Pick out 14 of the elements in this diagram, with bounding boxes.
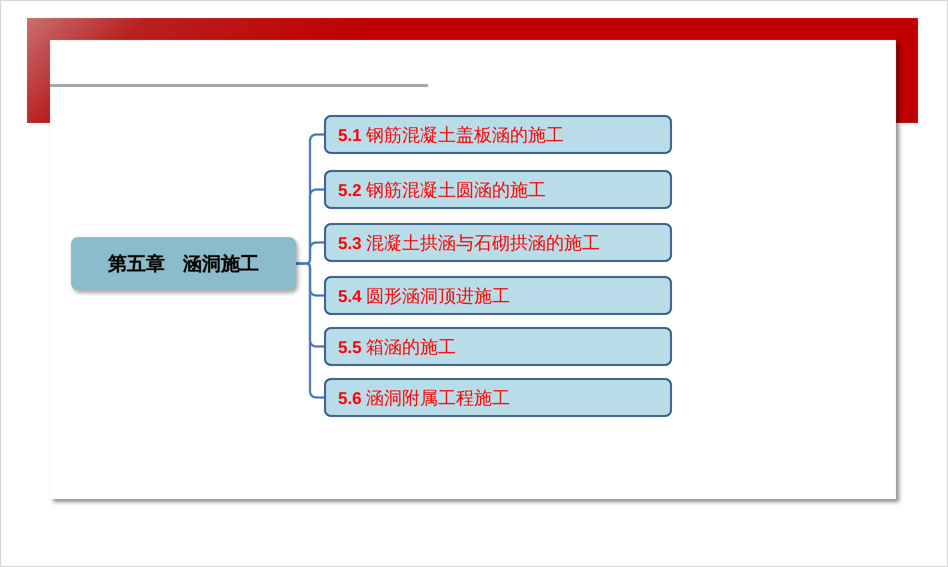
section-title: 5.5 箱涵的施工	[338, 336, 456, 358]
section-title: 5.1 钢筋混凝土盖板涵的施工	[338, 124, 564, 146]
section-title: 5.6 涵洞附属工程施工	[338, 386, 510, 410]
section-title: 5.3 混凝土拱涵与石砌拱涵的施工	[338, 232, 600, 254]
section-box	[324, 378, 672, 417]
section-box	[324, 115, 672, 154]
chapter-box	[71, 237, 296, 290]
section-box	[324, 276, 672, 315]
section-box	[324, 223, 672, 262]
section-title: 5.2 钢筋混凝土圆涵的施工	[338, 178, 546, 202]
chapter-title: 第五章 涵洞施工	[108, 252, 259, 276]
section-box	[324, 327, 672, 366]
section-title: 5.4 圆形涵洞顶进施工	[338, 284, 510, 308]
section-box	[324, 170, 672, 209]
